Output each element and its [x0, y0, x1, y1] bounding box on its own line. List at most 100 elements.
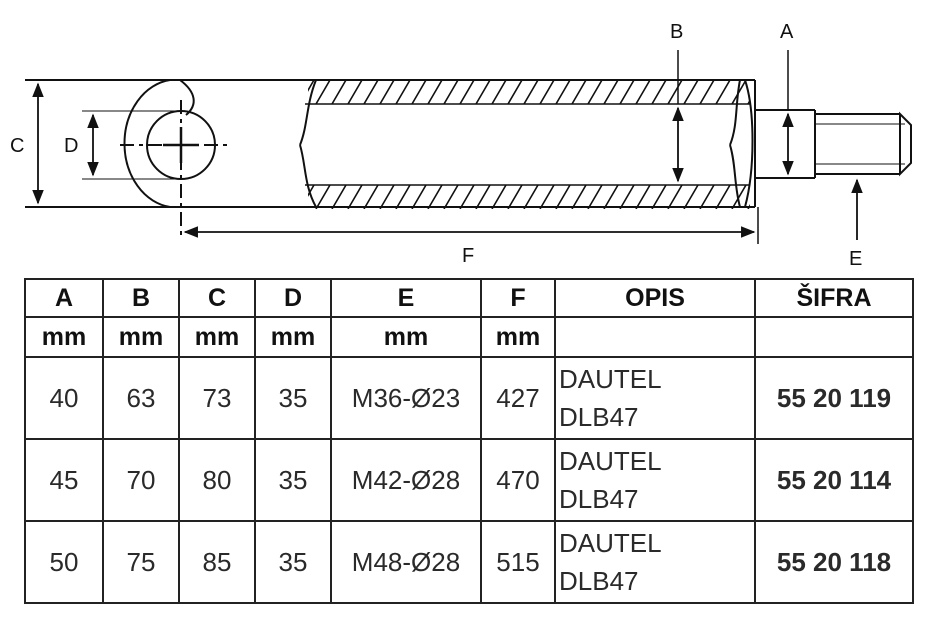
hatch-line: [699, 185, 715, 209]
dimension-labels: C D B A E F: [10, 21, 862, 270]
hatch-line: [731, 80, 747, 104]
cell-f: 427: [480, 356, 556, 440]
hatch-line: [571, 185, 587, 209]
shaft-body: [25, 79, 756, 208]
label-f: F: [462, 245, 474, 267]
cell-opis: DAUTEL DLB47: [554, 356, 756, 440]
hatch-line: [619, 80, 635, 104]
cell-c: 85: [178, 520, 256, 604]
cell-f: 470: [480, 438, 556, 522]
hatch-line: [475, 80, 491, 104]
unit-c: mm: [178, 316, 256, 358]
header-b: B: [102, 278, 180, 318]
hatch-line: [635, 80, 651, 104]
label-b: B: [670, 21, 683, 43]
hatch-line: [507, 185, 523, 209]
hatch-line: [539, 185, 555, 209]
hatch-line: [683, 185, 699, 209]
cell-c: 73: [178, 356, 256, 440]
hatch-line: [523, 185, 539, 209]
hatch-line: [587, 185, 603, 209]
hatch-line: [411, 80, 427, 104]
cell-e: M42-Ø28: [330, 438, 482, 522]
cell-b: 63: [102, 356, 180, 440]
hatch-line: [539, 80, 555, 104]
technical-drawing: C D B A E F: [10, 21, 912, 270]
hatch-line: [347, 80, 363, 104]
cell-a: 45: [24, 438, 104, 522]
label-c: C: [10, 135, 24, 157]
hatch-line: [571, 80, 587, 104]
hatch-line: [363, 185, 379, 209]
header-e: E: [330, 278, 482, 318]
hatch-line: [308, 80, 315, 92]
threaded-end: [755, 109, 912, 179]
hatch-line: [475, 185, 491, 209]
hatch-line: [651, 80, 667, 104]
cell-b: 75: [102, 520, 180, 604]
hatch-line: [459, 185, 475, 209]
unit-row: mm mm mm mm mm mm: [24, 316, 914, 358]
hatch-line: [491, 80, 507, 104]
unit-a: mm: [24, 316, 104, 358]
hatch-line: [764, 80, 778, 104]
unit-opis: [554, 316, 756, 358]
cell-e: M36-Ø23: [330, 356, 482, 440]
hatch-line: [667, 80, 683, 104]
cell-f: 515: [480, 520, 556, 604]
cell-sifra: 55 20 114: [754, 438, 914, 522]
unit-d: mm: [254, 316, 332, 358]
header-row: A B C D E F OPIS ŠIFRA: [24, 278, 914, 318]
opis-line-1: DAUTEL: [559, 446, 662, 476]
unit-b: mm: [102, 316, 180, 358]
cell-b: 70: [102, 438, 180, 522]
pin-hole: [120, 100, 232, 240]
unit-f: mm: [480, 316, 556, 358]
unit-e: mm: [330, 316, 482, 358]
header-sifra: ŠIFRA: [754, 278, 914, 318]
opis-line-1: DAUTEL: [559, 528, 662, 558]
header-opis: OPIS: [554, 278, 756, 318]
hatch-line: [731, 185, 747, 209]
header-f: F: [480, 278, 556, 318]
hatch-line: [308, 185, 315, 197]
hatch-line: [764, 185, 778, 209]
label-a: A: [780, 21, 794, 43]
hatch-line: [427, 80, 443, 104]
hatch-line: [315, 80, 331, 104]
hatch-line: [507, 80, 523, 104]
hatch-line: [443, 80, 459, 104]
hatch-line: [443, 185, 459, 209]
table-row: 45 70 80 35 M42-Ø28 470 DAUTEL DLB47 55 …: [24, 438, 914, 522]
cell-opis: DAUTEL DLB47: [554, 438, 756, 522]
hatch-line: [715, 80, 731, 104]
cell-c: 80: [178, 438, 256, 522]
hatch-line: [523, 80, 539, 104]
hatch-line: [651, 185, 667, 209]
hatch-line: [683, 80, 699, 104]
hatch-line: [363, 80, 379, 104]
hatch-line: [715, 185, 731, 209]
hatching: [305, 80, 778, 209]
hatch-line: [411, 185, 427, 209]
hatch-line: [587, 80, 603, 104]
hatch-line: [667, 185, 683, 209]
label-d: D: [64, 135, 78, 157]
hatch-line: [603, 80, 619, 104]
hatch-line: [619, 185, 635, 209]
hatch-line: [555, 80, 571, 104]
opis-line-2: DLB47: [559, 402, 639, 432]
spec-table: A B C D E F OPIS ŠIFRA mm mm mm mm mm mm…: [24, 278, 914, 604]
dimension-lines: [25, 50, 863, 244]
label-e: E: [849, 248, 862, 270]
cell-opis: DAUTEL DLB47: [554, 520, 756, 604]
opis-line-2: DLB47: [559, 566, 639, 596]
hatch-line: [603, 185, 619, 209]
unit-sifra: [754, 316, 914, 358]
cell-d: 35: [254, 438, 332, 522]
hatch-line: [379, 185, 395, 209]
header-c: C: [178, 278, 256, 318]
hatch-line: [347, 185, 363, 209]
opis-line-1: DAUTEL: [559, 364, 662, 394]
cell-sifra: 55 20 118: [754, 520, 914, 604]
